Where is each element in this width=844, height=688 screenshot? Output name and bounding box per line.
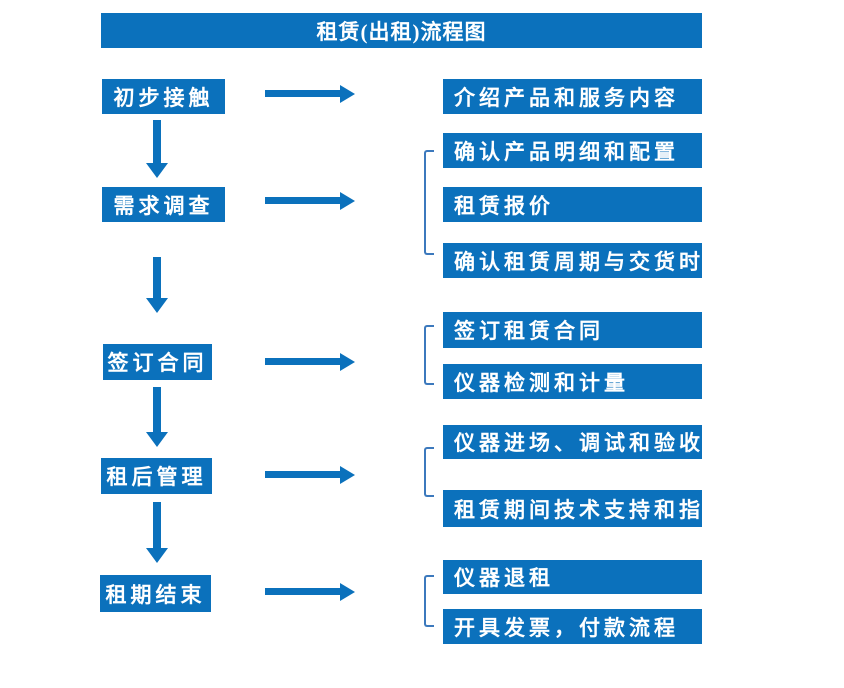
arrow-head [340, 192, 355, 210]
arrow-right-icon [265, 466, 355, 484]
arrow-right-icon [265, 353, 355, 371]
arrow-shaft [265, 90, 341, 97]
bracket-connector [424, 325, 434, 385]
arrow-head [340, 583, 355, 601]
arrow-right-icon [265, 192, 355, 210]
arrow-head [146, 163, 168, 178]
arrow-head [146, 432, 168, 447]
output-box-4-2: 租赁期间技术支持和指导 [443, 490, 725, 527]
output-box-5-2: 开具发票，付款流程 [443, 609, 702, 644]
step-box-3: 签订合同 [103, 344, 212, 380]
output-box-3-1: 签订租赁合同 [443, 312, 702, 348]
arrow-right-icon [265, 85, 355, 103]
arrow-shaft [153, 502, 161, 549]
arrow-shaft [265, 588, 341, 595]
bracket-connector [424, 150, 434, 255]
page-title: 租赁(出租)流程图 [101, 13, 702, 48]
step-box-5: 租期结束 [100, 575, 211, 612]
output-box-5-1: 仪器退租 [443, 560, 702, 594]
arrow-shaft [265, 358, 341, 365]
output-box-3-2: 仪器检测和计量 [443, 364, 702, 399]
bracket-connector [424, 447, 434, 497]
arrow-head [340, 466, 355, 484]
arrow-down-icon [146, 387, 168, 447]
arrow-head [146, 298, 168, 313]
step-box-4: 租后管理 [101, 458, 212, 494]
arrow-shaft [153, 387, 161, 433]
bracket-connector [424, 575, 434, 627]
output-box-2-2: 租赁报价 [443, 187, 702, 222]
arrow-shaft [153, 120, 161, 164]
arrow-shaft [153, 257, 161, 299]
output-box-2-3: 确认租赁周期与交货时间 [443, 243, 725, 278]
arrow-head [146, 548, 168, 563]
arrow-shaft [265, 471, 341, 478]
output-box-1-1: 介绍产品和服务内容 [443, 79, 702, 114]
step-box-2: 需求调查 [102, 187, 225, 222]
output-box-2-1: 确认产品明细和配置 [443, 133, 702, 168]
output-box-4-1: 仪器进场、调试和验收 [443, 425, 702, 459]
arrow-down-icon [146, 120, 168, 178]
arrow-shaft [265, 197, 341, 204]
arrow-down-icon [146, 257, 168, 313]
arrow-head [340, 85, 355, 103]
arrow-down-icon [146, 502, 168, 563]
arrow-head [340, 353, 355, 371]
step-box-1: 初步接触 [102, 79, 225, 114]
arrow-right-icon [265, 583, 355, 601]
